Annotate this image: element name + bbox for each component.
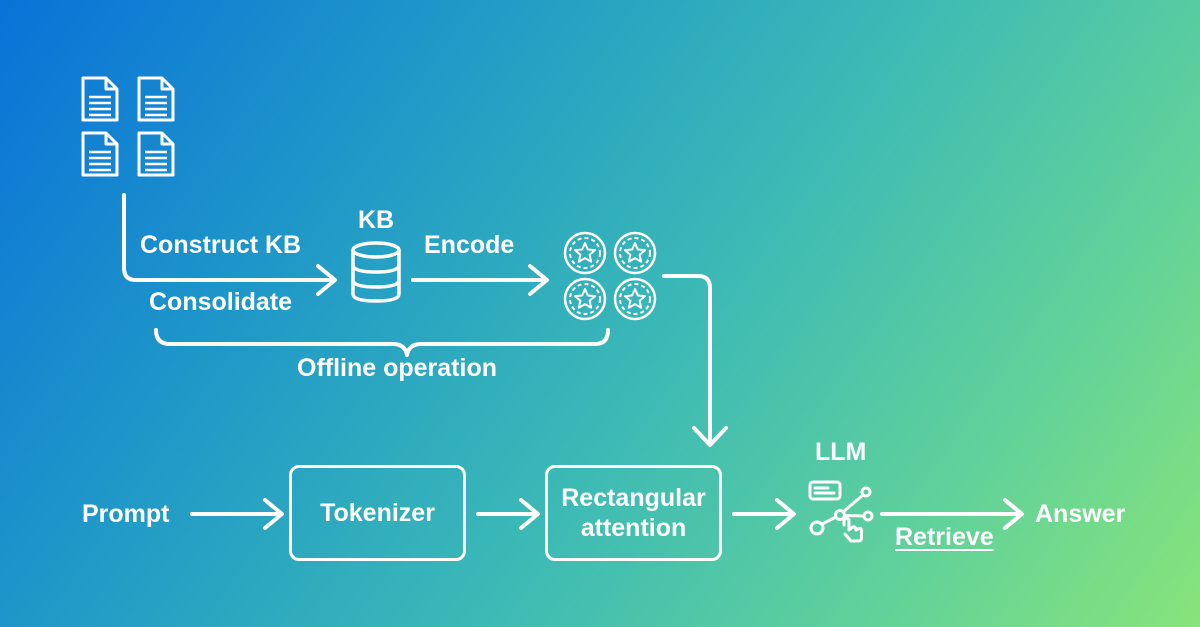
- encode-label: Encode: [424, 231, 515, 259]
- encode-arrowhead: [528, 264, 549, 296]
- document-icon: [137, 131, 175, 177]
- tokens-to-attention-arrowhead: [692, 426, 728, 447]
- tokenizer-box: Tokenizer: [289, 465, 466, 561]
- star-coin-icon: [613, 231, 657, 275]
- tokenizer-arrowhead: [519, 498, 540, 530]
- star-coin-icon: [563, 231, 607, 275]
- star-coin-icon: [613, 277, 657, 321]
- star-coin-icon: [563, 277, 607, 321]
- consolidate-label: Consolidate: [149, 288, 293, 316]
- docs-to-kb-arrow: [122, 193, 335, 282]
- prompt-label: Prompt: [82, 500, 170, 528]
- document-icon: [81, 131, 119, 177]
- retrieve-link[interactable]: Retrieve: [895, 523, 994, 551]
- rectangular-attention-box: Rectangular attention: [545, 465, 722, 561]
- answer-label: Answer: [1035, 500, 1126, 528]
- tokens-to-attention-arrow: [662, 274, 712, 444]
- answer-arrowhead: [1003, 498, 1024, 530]
- construct-kb-label: Construct KB: [140, 231, 302, 259]
- kb-label: KB: [358, 206, 395, 234]
- docs-to-kb-arrowhead: [316, 264, 337, 296]
- offline-operation-label: Offline operation: [297, 354, 497, 382]
- document-icon: [137, 76, 175, 122]
- document-icon: [81, 76, 119, 122]
- llm-network-icon: [808, 480, 874, 543]
- database-icon: [351, 241, 401, 303]
- prompt-arrowhead: [263, 498, 284, 530]
- offline-brace: [154, 328, 610, 357]
- llm-label: LLM: [815, 438, 867, 466]
- attention-arrowhead: [775, 498, 796, 530]
